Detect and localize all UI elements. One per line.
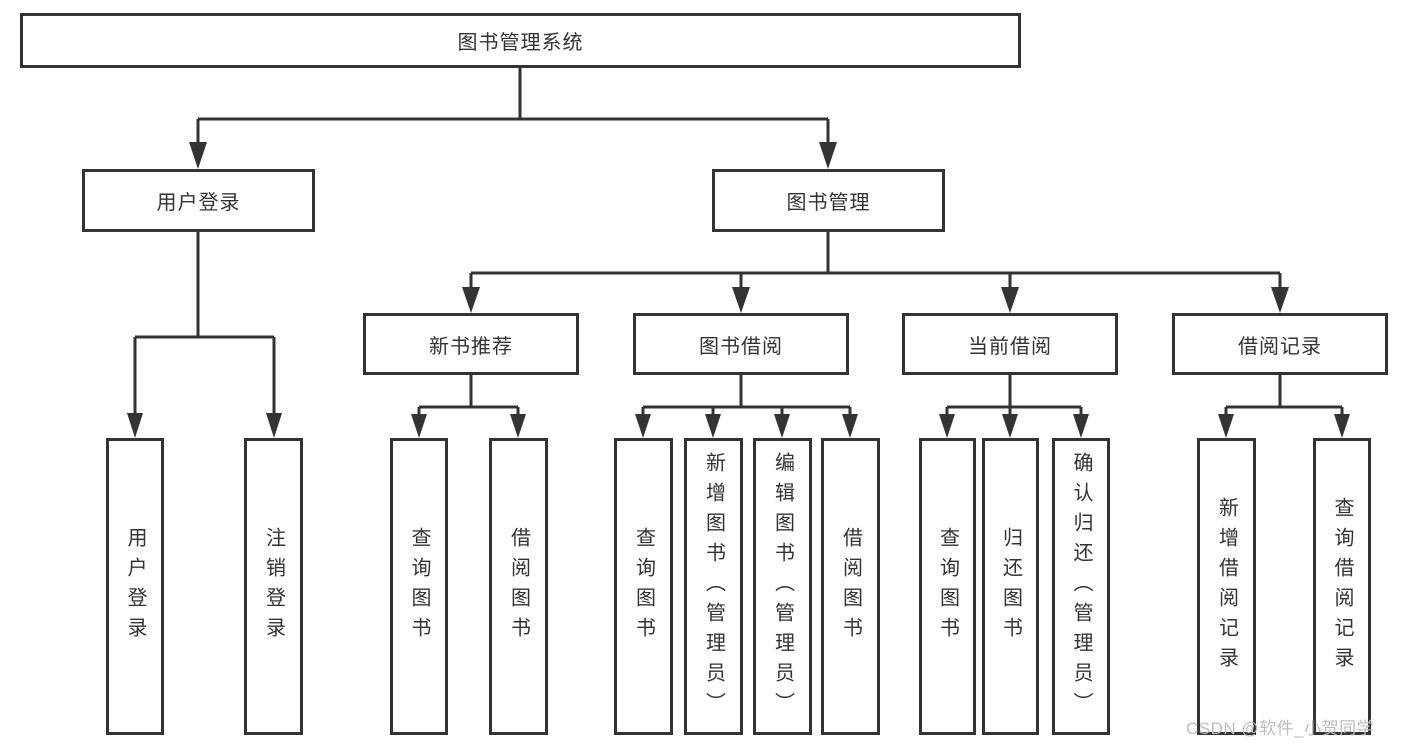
node-current-borrow: 当前借阅 [902, 313, 1118, 375]
leaf-user-login: 用户登录 [106, 438, 164, 735]
node-book-borrow: 图书借阅 [633, 313, 849, 375]
node-library-management-system: 图书管理系统 [20, 13, 1021, 68]
node-book-management: 图书管理 [712, 169, 945, 232]
leaf-borrow-books: 借阅图书 [821, 438, 880, 735]
node-new-book-recommend: 新书推荐 [363, 313, 579, 375]
leaf-logout: 注销登录 [244, 438, 303, 735]
leaf-query-borrow-record: 查询借阅记录 [1313, 438, 1371, 735]
node-label: 借阅记录 [1238, 335, 1322, 358]
leaf-add-books-admin: 新增图书（管理员） [684, 438, 743, 735]
leaf-confirm-return-admin: 确认归还（管理员） [1052, 438, 1110, 735]
leaf-borrow-books-recommend: 借阅图书 [489, 438, 548, 735]
node-label: 借阅图书 [507, 526, 530, 647]
node-label: 查询图书 [936, 526, 959, 647]
node-label: 查询图书 [408, 526, 430, 647]
node-label: 新增图书（管理员） [702, 451, 725, 722]
node-label: 用户登录 [156, 192, 241, 214]
node-label: 借阅图书 [839, 526, 862, 647]
node-label: 注销登录 [262, 526, 285, 647]
node-label: 编辑图书（管理员） [771, 451, 794, 722]
node-label: 新书推荐 [429, 335, 513, 358]
node-label: 新增借阅记录 [1215, 496, 1238, 677]
node-label: 图书管理 [786, 192, 871, 214]
node-borrow-records: 借阅记录 [1172, 313, 1388, 375]
node-user-login: 用户登录 [82, 169, 315, 232]
leaf-query-books-recommend: 查询图书 [390, 438, 448, 735]
leaf-edit-books-admin: 编辑图书（管理员） [753, 438, 812, 735]
node-label: 图书借阅 [699, 335, 783, 358]
node-label: 用户登录 [124, 526, 146, 647]
leaf-query-books-current: 查询图书 [919, 438, 976, 735]
csdn-watermark: CSDN @软件_小贺同学 [1186, 719, 1375, 738]
node-label: 确认归还（管理员） [1070, 451, 1092, 722]
node-label: 归还图书 [999, 526, 1022, 647]
leaf-add-borrow-record: 新增借阅记录 [1197, 438, 1256, 735]
leaf-query-books-borrow: 查询图书 [614, 438, 673, 735]
node-label: 查询借阅记录 [1331, 496, 1353, 677]
node-label: 查询图书 [632, 526, 655, 647]
arrowheads [127, 142, 1350, 438]
node-label: 图书管理系统 [457, 32, 584, 54]
leaf-return-books: 归还图书 [982, 438, 1039, 735]
connector-paths [133, 68, 1344, 418]
node-label: 当前借阅 [968, 335, 1052, 358]
